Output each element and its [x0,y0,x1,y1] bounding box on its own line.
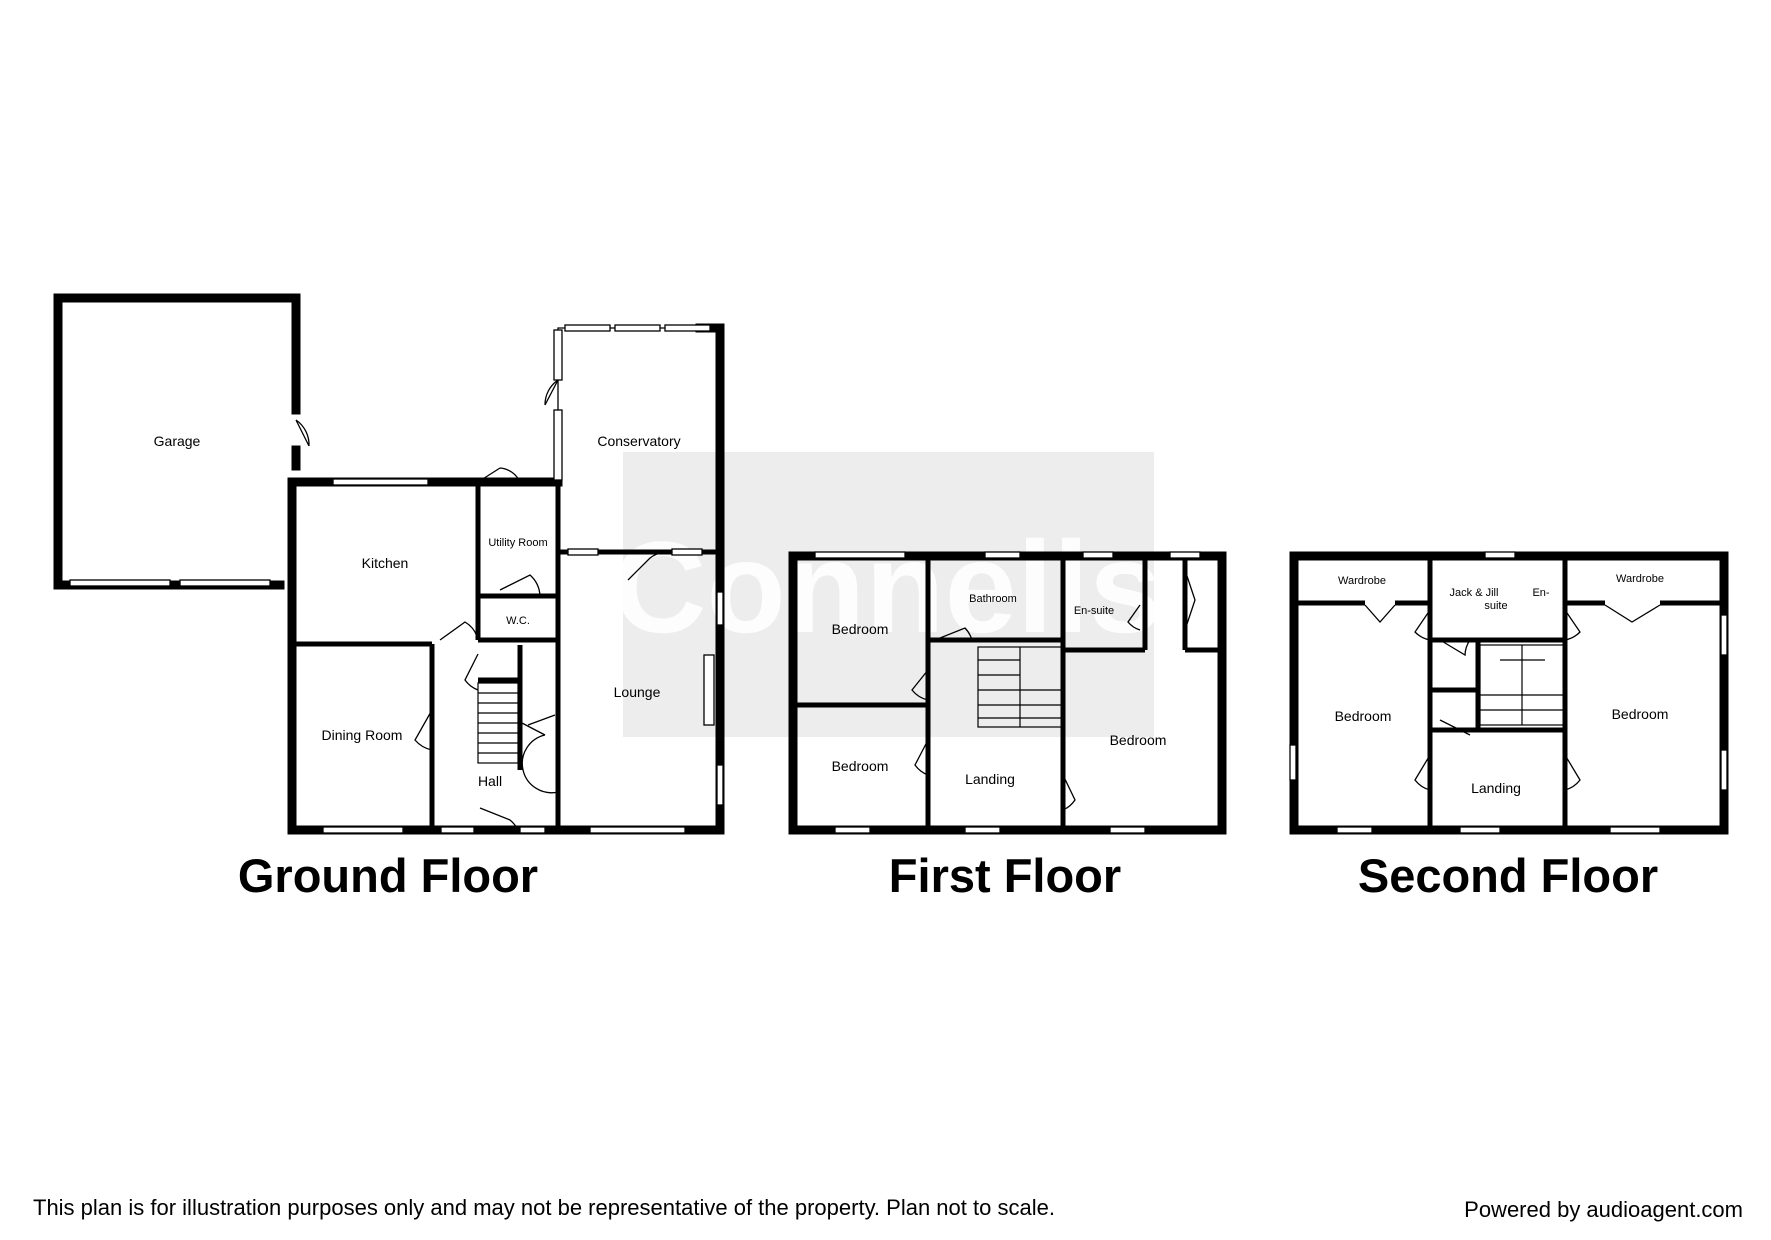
room-label-bathroom: Bathroom [969,593,1017,605]
room-label-kitchen: Kitchen [362,555,409,571]
watermark: Connells [613,452,1162,737]
room-label-wardrobe-right: Wardrobe [1616,573,1664,585]
room-label-lounge: Lounge [614,684,661,700]
first-floor-plan: Bedroom Bathroom En-suite Bedroom Bedroo… [788,551,1227,902]
room-label-bedroom-right: Bedroom [1612,706,1669,722]
disclaimer-text: This plan is for illustration purposes o… [33,1195,1055,1220]
floor-title-ground: Ground Floor [238,849,538,902]
room-label-bedroom-3: Bedroom [1110,732,1167,748]
room-label-bedroom-left: Bedroom [1335,708,1392,724]
room-label-bedroom-1: Bedroom [832,621,889,637]
room-label-wc: W.C. [506,615,530,627]
room-label-landing-second: Landing [1471,780,1521,796]
room-label-bedroom-2: Bedroom [832,758,889,774]
room-label-en: En- [1532,587,1549,599]
room-label-utility-room: Utility Room [488,537,547,549]
floor-title-first: First Floor [889,849,1121,902]
room-label-jack-and-jill: Jack & Jill [1450,587,1499,599]
room-label-landing-first: Landing [965,771,1015,787]
room-label-dining-room: Dining Room [322,727,403,743]
room-label-garage: Garage [154,433,201,449]
ground-floor-plan: Garage Conservatory Kitchen Utility Room… [53,293,725,902]
second-floor-plan: Wardrobe Jack & Jill En- suite Wardrobe … [1289,551,1729,902]
room-label-wardrobe-left: Wardrobe [1338,575,1386,587]
room-label-conservatory: Conservatory [597,433,680,449]
floor-title-second: Second Floor [1358,849,1658,902]
room-label-en-suite: En-suite [1074,605,1114,617]
watermark-text: Connells [613,514,1162,660]
room-label-hall: Hall [478,773,502,789]
powered-by-text: Powered by audioagent.com [1464,1197,1743,1222]
room-label-suite: suite [1484,600,1507,612]
